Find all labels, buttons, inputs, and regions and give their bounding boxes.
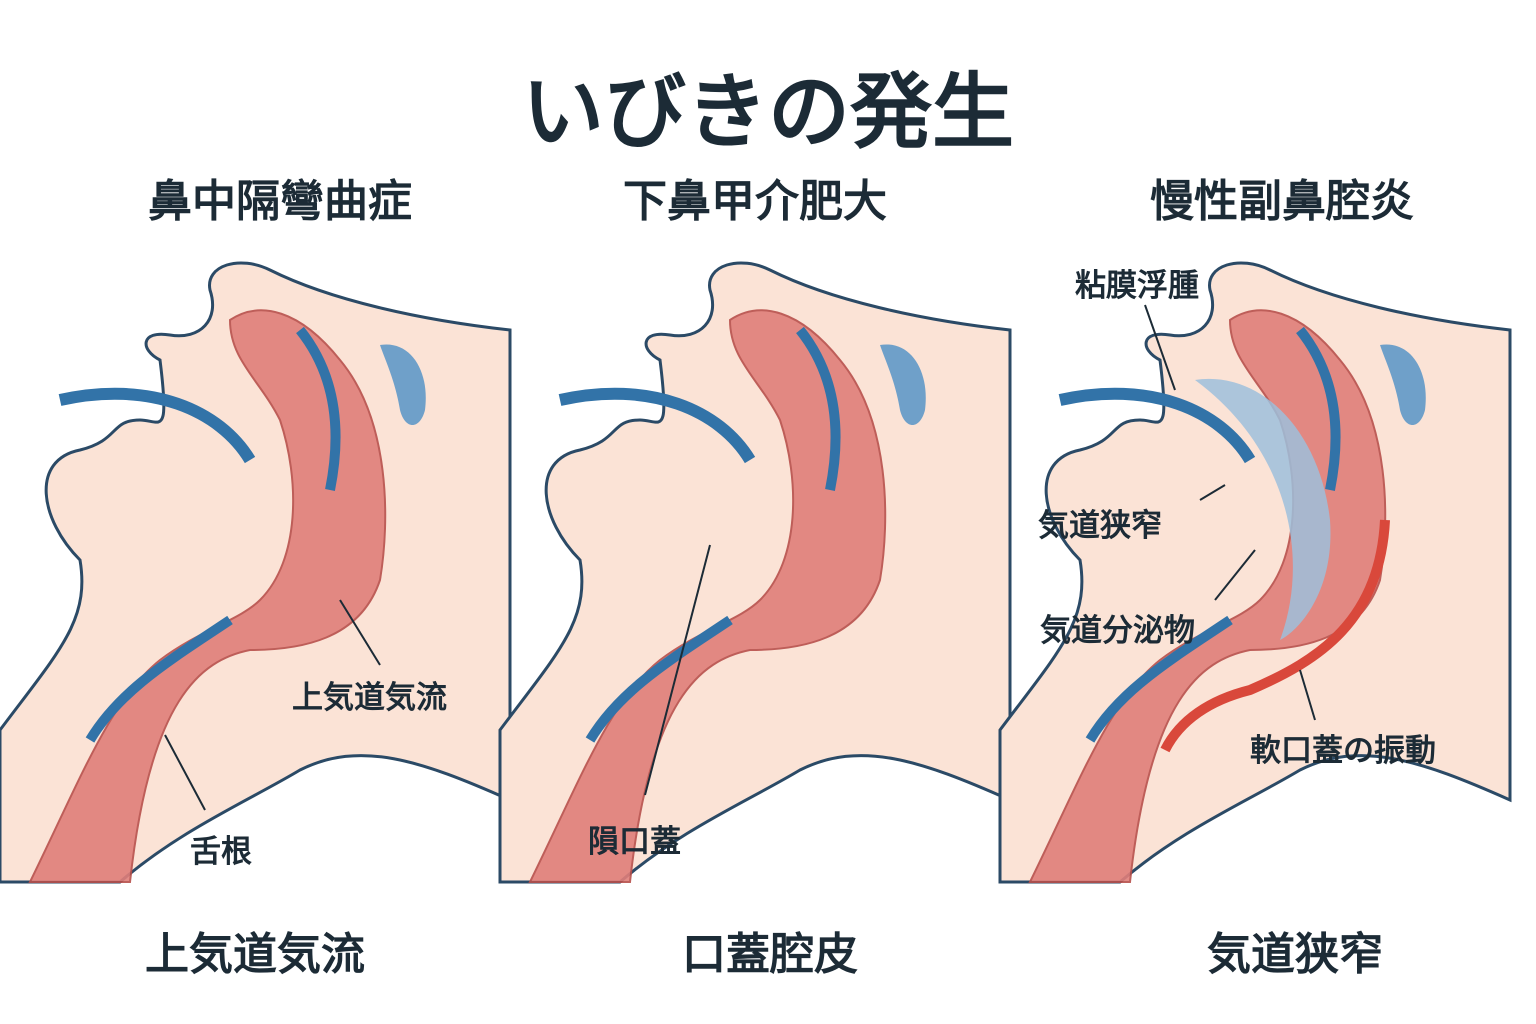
label-tongue-base: 舌根 bbox=[190, 834, 252, 870]
panel-3-heading: 慢性副鼻腔炎 bbox=[1150, 176, 1414, 227]
panel-2-heading: 下鼻甲介肥大 bbox=[623, 176, 887, 227]
panel-3-caption: 気道狭窄 bbox=[1207, 929, 1383, 980]
panel-2-illustration bbox=[500, 263, 1010, 882]
label-airway-narrowing: 気道狭窄 bbox=[1038, 508, 1162, 544]
panel-1-heading: 鼻中隔彎曲症 bbox=[148, 176, 412, 227]
page-title: いびきの発生 bbox=[521, 65, 1014, 160]
label-soft-palate-vibration: 軟口蓋の振動 bbox=[1250, 733, 1436, 769]
label-palate: 隕口蓋 bbox=[588, 824, 681, 860]
label-upper-airflow: 上気道気流 bbox=[292, 680, 447, 716]
panel-3-illustration bbox=[1000, 263, 1510, 882]
panel-1-caption: 上気道気流 bbox=[145, 929, 365, 980]
panel-2-caption: 口蓋腔皮 bbox=[682, 929, 858, 980]
panel-1-illustration bbox=[0, 263, 510, 882]
label-secretions: 気道分泌物 bbox=[1040, 613, 1195, 649]
label-mucosal-edema: 粘膜浮腫 bbox=[1075, 268, 1199, 304]
